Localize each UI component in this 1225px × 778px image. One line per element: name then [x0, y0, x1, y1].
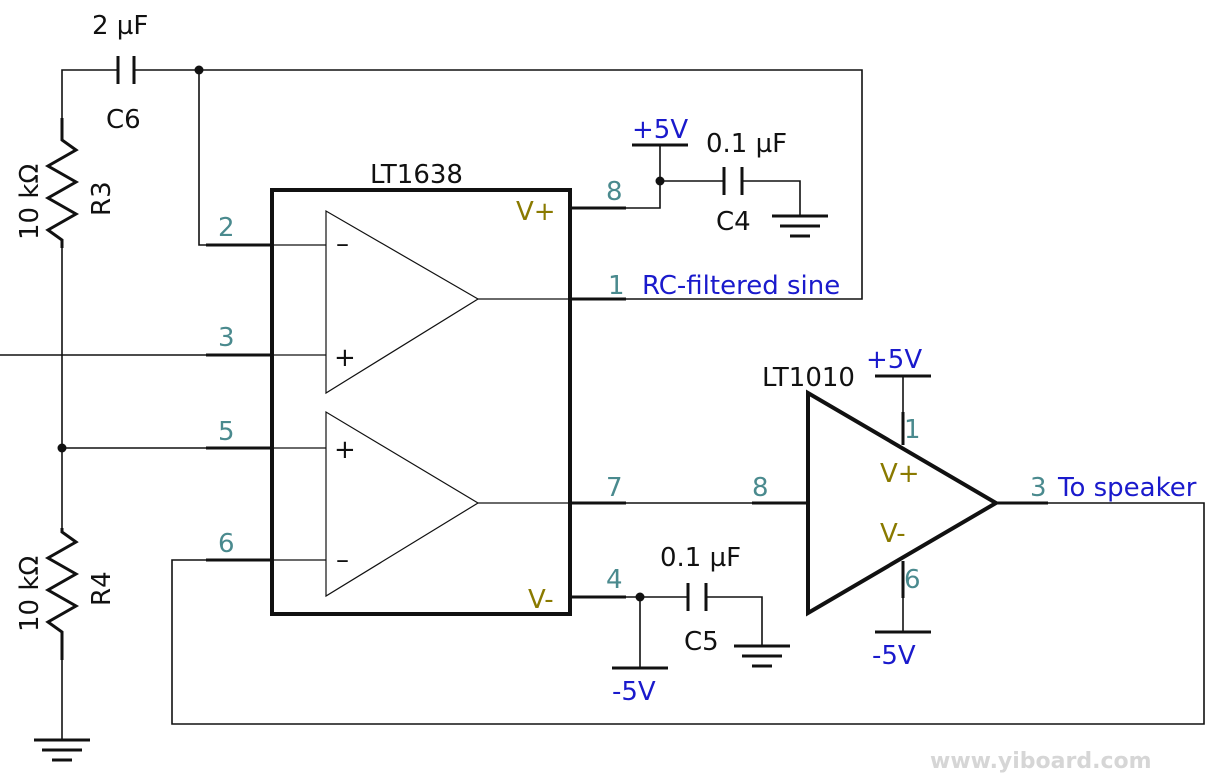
pin-number: 6: [218, 529, 235, 559]
junction-dot: [194, 65, 204, 75]
net-label-pos5: +5V: [632, 115, 688, 145]
pin-number: 4: [606, 565, 623, 595]
wire-vminus: [570, 596, 641, 668]
lt1010-vplus-label: V+: [880, 459, 920, 489]
lt1638-vplus-label: V+: [516, 197, 556, 227]
ground-symbol: [34, 738, 90, 762]
lt1010-vminus-label: V-: [880, 519, 906, 549]
junction-dot: [655, 176, 665, 186]
opamp-b-triangle: [325, 410, 480, 598]
net-label-pos5: +5V: [866, 345, 922, 375]
opamp-b-minus-sign: –: [336, 545, 349, 575]
lt1010-name: LT1010: [762, 363, 855, 393]
opamp-a-triangle: [325, 209, 480, 395]
lt1638-vminus-label: V-: [528, 585, 554, 615]
r3-ref: R3: [87, 181, 117, 216]
r3-value: 10 kΩ: [15, 164, 45, 240]
ground-symbol: [772, 214, 828, 238]
capacitor-c4-symbol: [722, 167, 744, 195]
c4-value: 0.1 µF: [706, 129, 787, 159]
wire-c5-right: [706, 596, 763, 646]
pin-number: 2: [218, 213, 235, 243]
pin-number: 3: [1030, 473, 1047, 503]
c4-ref: C4: [716, 207, 751, 237]
wire-pin2: [198, 70, 272, 246]
net-label-to-speaker: To speaker: [1057, 473, 1197, 503]
c6-value: 2 µF: [92, 11, 148, 41]
pin-number: 8: [752, 473, 769, 503]
c6-ref: C6: [106, 105, 141, 135]
pin-number: 3: [218, 323, 235, 353]
lt1010-triangle: [806, 389, 1000, 617]
opamp-a-plus-sign: +: [334, 343, 356, 373]
lt1638-body: [270, 188, 572, 616]
pin-stubs: [206, 206, 1048, 599]
capacitor-c5-symbol: [686, 583, 708, 611]
net-label-rc-filtered-sine: RC-filtered sine: [642, 271, 840, 301]
pin-number: 1: [904, 415, 921, 445]
opamp-b-plus-sign: +: [334, 435, 356, 465]
wire-feedback: [171, 502, 1205, 725]
resistor-r3-symbol: [44, 118, 80, 248]
wires: [0, 69, 1205, 740]
pin-number: 6: [904, 565, 921, 595]
opamp-a-minus-sign: –: [336, 229, 349, 259]
wire-c4-right: [742, 180, 801, 216]
lt1638-name: LT1638: [370, 160, 463, 190]
junction-dot: [57, 443, 67, 453]
c5-value: 0.1 µF: [660, 543, 741, 573]
wire-top-right: [134, 69, 863, 300]
watermark: www.yiboard.com: [930, 749, 1152, 774]
pin-number: 5: [218, 417, 235, 447]
net-label-neg5: -5V: [612, 677, 656, 707]
pin-number: 1: [608, 271, 625, 301]
c5-ref: C5: [684, 627, 719, 657]
resistor-r4-symbol: [44, 528, 80, 660]
pin-number: 7: [606, 473, 623, 503]
net-label-neg5: -5V: [872, 641, 916, 671]
ground-symbol: [734, 644, 790, 668]
r4-value: 10 kΩ: [15, 556, 45, 632]
capacitor-c6-symbol: [116, 56, 136, 84]
wire-top-left: [61, 69, 118, 118]
r4-ref: R4: [87, 571, 117, 606]
junctions: [57, 65, 665, 602]
pin-number: 8: [606, 177, 623, 207]
junction-dot: [635, 592, 645, 602]
